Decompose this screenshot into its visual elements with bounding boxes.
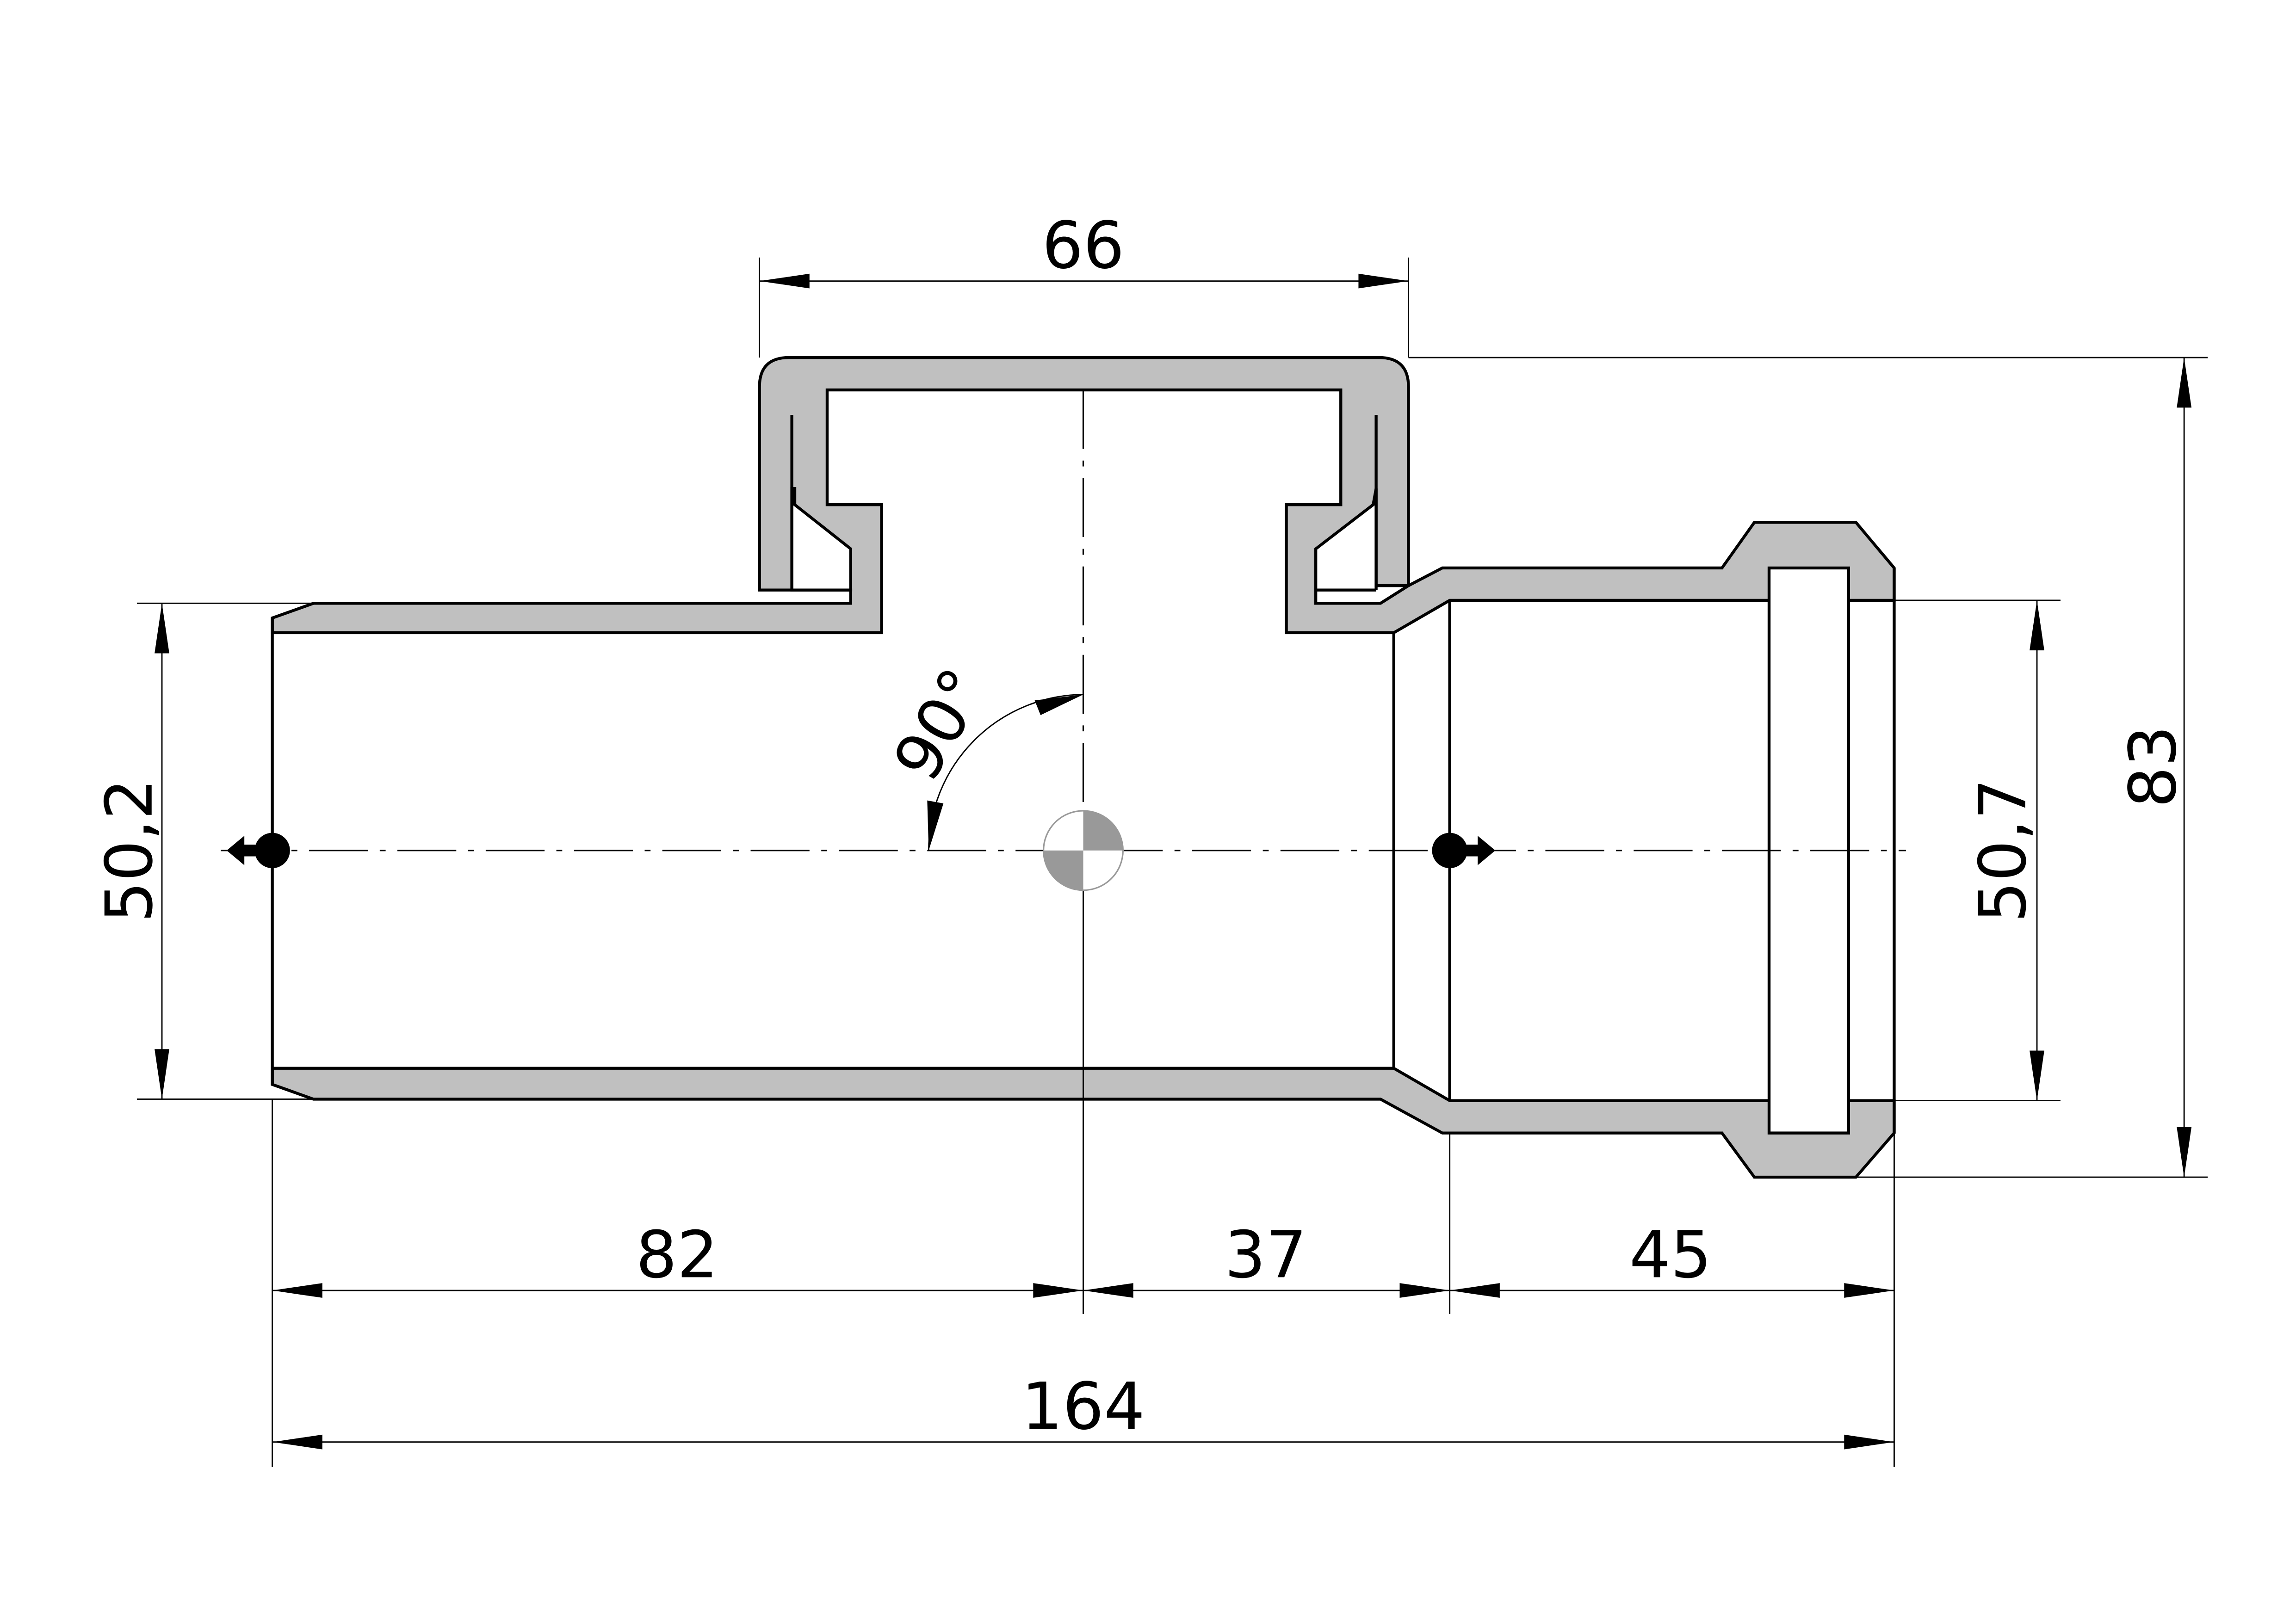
centroid-symbol [1043,810,1124,891]
dimension-label: 164 [1021,1369,1145,1444]
dimension-66: 66 [759,208,1409,289]
angle-label: 90° [879,656,1002,793]
dimension-82-37-45: 82 37 45 [272,1217,1894,1298]
dimension-label: 82 [636,1217,718,1293]
dimension-164: 164 [272,1369,1894,1450]
angle-dimension: 90° [879,656,1083,851]
dimension-label: 50,2 [92,778,167,923]
right-seal-cavity [1314,488,1414,605]
dimension-label: 83 [2116,725,2191,808]
dimension-50-2: 50,2 [92,603,169,1099]
extension-lines [136,257,2208,1467]
dimension-label: 37 [1225,1217,1307,1293]
right-connection-marker [1432,833,1496,868]
dimension-50-7: 50,7 [1966,600,2044,1101]
dimension-83: 83 [2116,358,2192,1178]
dimension-label: 50,7 [1966,778,2041,923]
fitting-top-wall [271,356,1896,635]
dimension-label: 45 [1629,1217,1712,1293]
dimension-label: 66 [1042,208,1124,284]
left-connection-marker [226,833,290,868]
